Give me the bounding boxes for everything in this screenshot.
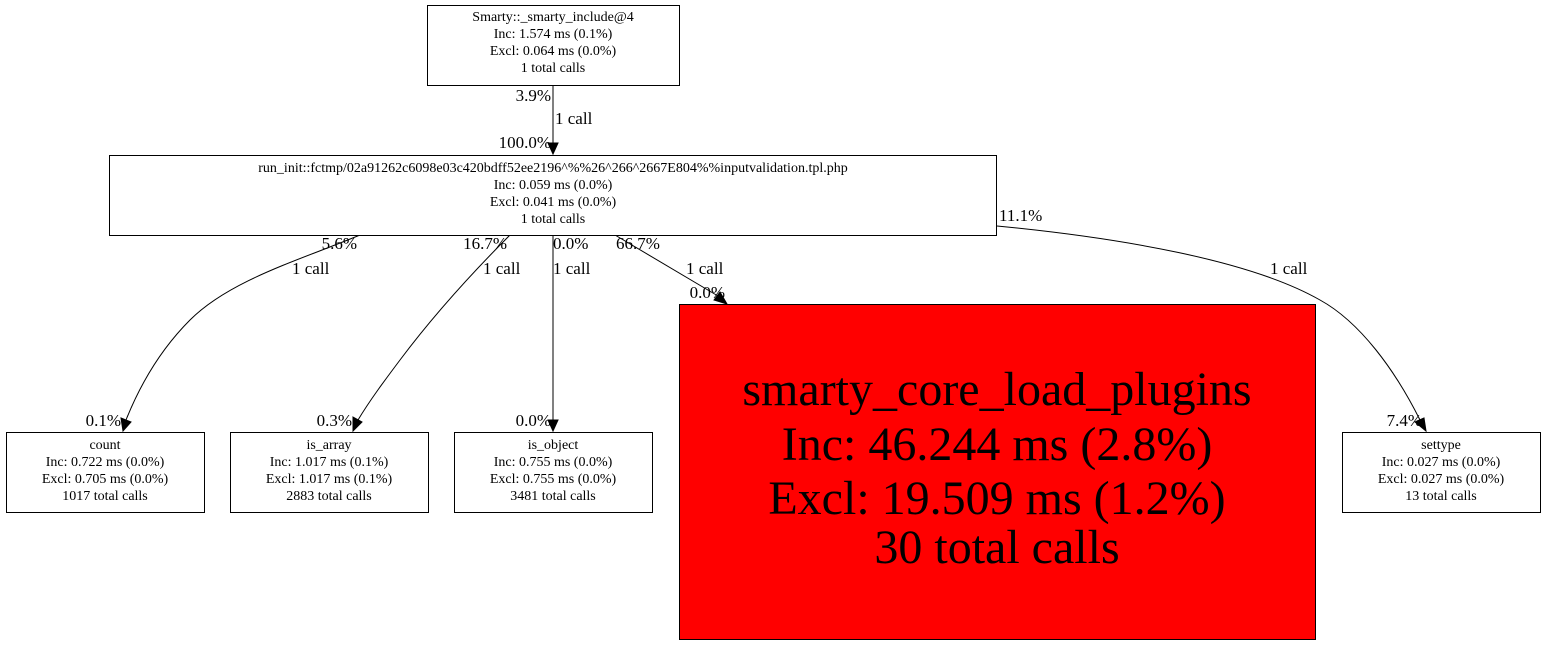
node-inc: Inc: 46.244 ms (2.8%) (782, 418, 1213, 471)
edge-run-init-to-settype: 11.1% 1 call 7.4% (996, 206, 1427, 433)
arrow-head-icon (547, 419, 559, 433)
node-calls: 1017 total calls (62, 489, 148, 504)
node-run-init[interactable]: run_init::fctmp/02a91262c6098e03c420bdff… (109, 155, 997, 236)
node-inc: Inc: 1.574 ms (0.1%) (494, 27, 613, 42)
node-inc: Inc: 0.027 ms (0.0%) (1382, 455, 1501, 470)
node-excl: Excl: 0.027 ms (0.0%) (1378, 472, 1505, 487)
node-is-object[interactable]: is_object Inc: 0.755 ms (0.0%) Excl: 0.7… (454, 432, 653, 513)
node-excl: Excl: 19.509 ms (1.2%) (768, 472, 1225, 525)
node-name: run_init::fctmp/02a91262c6098e03c420bdff… (258, 161, 847, 176)
edge-calls: 1 call (292, 259, 330, 278)
edge-to-pct: 0.0% (690, 283, 725, 302)
arrow-head-icon (352, 416, 363, 433)
edge-from-pct: 0.0% (553, 234, 588, 253)
edge-from-pct: 3.9% (516, 86, 551, 105)
node-calls: 13 total calls (1405, 489, 1477, 504)
arrow-head-icon (120, 417, 132, 433)
node-excl: Excl: 0.755 ms (0.0%) (490, 472, 617, 487)
node-calls: 30 total calls (874, 521, 1119, 574)
node-excl: Excl: 0.064 ms (0.0%) (490, 44, 617, 59)
edge-include-to-run-init: 3.9% 1 call 100.0% (499, 85, 593, 156)
node-name: is_object (528, 438, 579, 453)
edge-from-pct: 5.6% (322, 234, 357, 253)
edge-calls: 1 call (555, 109, 593, 128)
node-name: smarty_core_load_plugins (742, 363, 1251, 416)
edge-calls: 1 call (1270, 259, 1308, 278)
node-name: settype (1421, 438, 1461, 453)
edge-to-pct: 0.3% (317, 411, 352, 430)
arrow-head-icon (1414, 417, 1427, 433)
node-smarty-include[interactable]: Smarty::_smarty_include@4 Inc: 1.574 ms … (427, 5, 680, 86)
node-smarty-core-load-plugins[interactable]: smarty_core_load_plugins Inc: 46.244 ms … (679, 304, 1316, 640)
edge-from-pct: 66.7% (616, 234, 660, 253)
arrow-head-icon (713, 291, 729, 305)
node-calls: 1 total calls (521, 212, 586, 227)
node-inc: Inc: 0.755 ms (0.0%) (494, 455, 613, 470)
node-name: count (89, 438, 120, 453)
edge-from-pct: 16.7% (463, 234, 507, 253)
edge-calls: 1 call (686, 259, 724, 278)
edge-run-init-to-load-plugins: 66.7% 1 call 0.0% (614, 234, 729, 305)
node-inc: Inc: 1.017 ms (0.1%) (270, 455, 389, 470)
node-name: Smarty::_smarty_include@4 (472, 10, 633, 25)
edge-to-pct: 100.0% (499, 133, 551, 152)
edge-run-init-to-count: 5.6% 1 call 0.1% (86, 234, 361, 433)
node-inc: Inc: 0.059 ms (0.0%) (494, 178, 613, 193)
node-count[interactable]: count Inc: 0.722 ms (0.0%) Excl: 0.705 m… (6, 432, 205, 513)
node-calls: 1 total calls (521, 61, 586, 76)
edge-run-init-to-is-array: 16.7% 1 call 0.3% (317, 234, 521, 433)
edge-from-pct: 11.1% (999, 206, 1042, 225)
node-is-array[interactable]: is_array Inc: 1.017 ms (0.1%) Excl: 1.01… (230, 432, 429, 513)
edge-calls: 1 call (483, 259, 521, 278)
arrow-head-icon (547, 142, 559, 156)
edge-to-pct: 7.4% (1387, 411, 1422, 430)
node-calls: 3481 total calls (510, 489, 596, 504)
node-calls: 2883 total calls (286, 489, 372, 504)
node-excl: Excl: 1.017 ms (0.1%) (266, 472, 393, 487)
node-inc: Inc: 0.722 ms (0.0%) (46, 455, 165, 470)
edge-run-init-to-is-object: 0.0% 1 call 0.0% (516, 234, 591, 433)
edge-to-pct: 0.0% (516, 411, 551, 430)
edge-to-pct: 0.1% (86, 411, 121, 430)
node-excl: Excl: 0.705 ms (0.0%) (42, 472, 169, 487)
node-settype[interactable]: settype Inc: 0.027 ms (0.0%) Excl: 0.027… (1342, 432, 1541, 513)
node-name: is_array (306, 438, 351, 453)
edge-calls: 1 call (553, 259, 591, 278)
node-excl: Excl: 0.041 ms (0.0%) (490, 195, 617, 210)
